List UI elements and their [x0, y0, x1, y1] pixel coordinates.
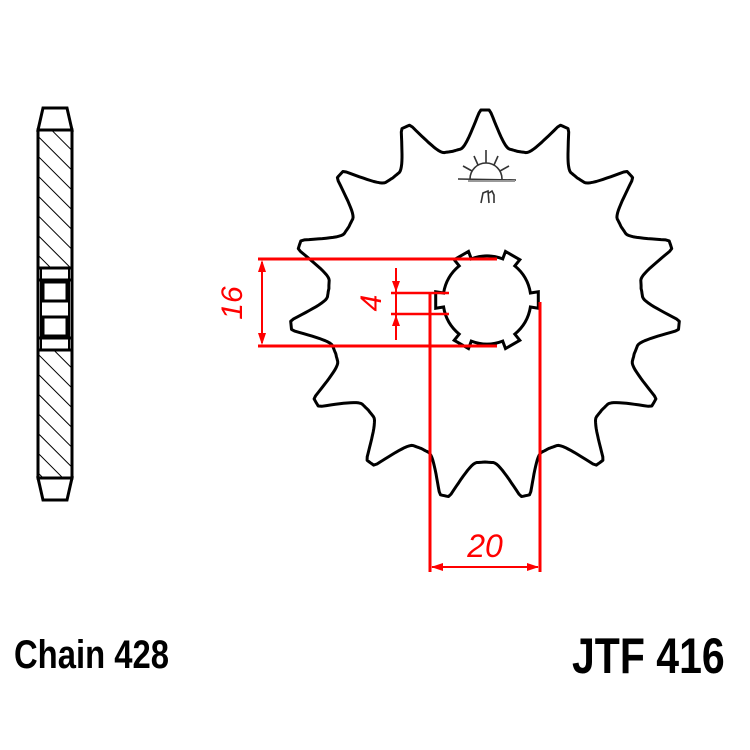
- side-profile-hub: [36, 266, 74, 352]
- dimension-16-label: 16: [216, 286, 249, 320]
- dimension-16: [258, 257, 497, 348]
- chain-size-label: Chain 428: [14, 633, 169, 677]
- spline-hole-outline: [434, 249, 540, 351]
- jt-sun-logo-icon: [457, 150, 517, 204]
- sprocket-front-view: [289, 108, 681, 498]
- dimension-4-label: 4: [355, 295, 388, 312]
- side-profile-bottom-cap: [36, 476, 74, 502]
- side-profile-upper-hatch: [36, 128, 74, 270]
- side-profile-top-cap: [36, 106, 74, 132]
- dimension-4: [391, 268, 449, 340]
- side-profile-lower-hatch: [36, 348, 74, 480]
- part-number-label: JTF 416: [572, 628, 725, 684]
- dimension-lines: [258, 257, 542, 572]
- side-profile-view: [36, 106, 74, 502]
- dimension-20-label: 20: [466, 528, 503, 564]
- sprocket-outline: [289, 108, 681, 498]
- dimension-20: [428, 294, 542, 572]
